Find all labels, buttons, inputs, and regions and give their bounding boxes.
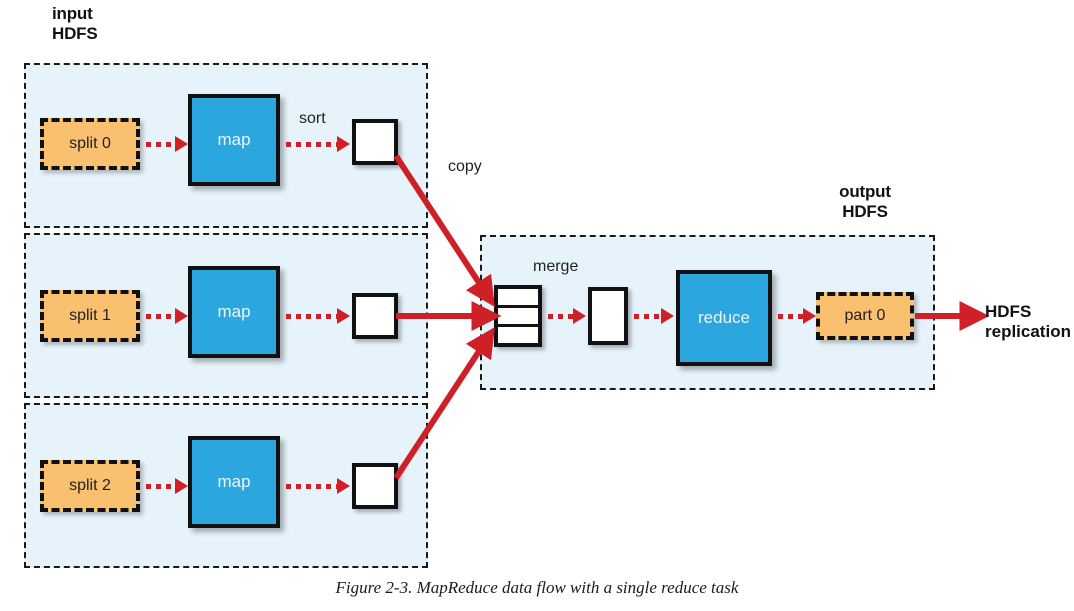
arrowhead-icon <box>661 308 674 324</box>
sort-label-0: sort <box>299 110 326 127</box>
input-hdfs-label: input HDFS <box>52 4 98 43</box>
reduce-to-part-arrow <box>778 308 816 324</box>
map-task-label: map <box>217 130 251 149</box>
split-to-map-arrow-1 <box>146 308 188 324</box>
split-box-1[interactable]: split 1 <box>40 290 140 342</box>
split-box-label: split 2 <box>69 477 111 494</box>
split-box-2[interactable]: split 2 <box>40 460 140 512</box>
merge-label: merge <box>533 258 579 275</box>
map-task-1[interactable]: map <box>188 266 280 358</box>
dotted-line <box>634 313 661 319</box>
dotted-line <box>286 141 337 147</box>
dotted-line <box>286 483 337 489</box>
split-to-map-arrow-0 <box>146 136 188 152</box>
part-output-label: part 0 <box>844 307 886 324</box>
dotted-line <box>146 483 175 489</box>
arrowhead-icon <box>175 478 188 494</box>
arrowhead-icon <box>337 308 350 324</box>
map-to-sortbuffer-arrow-2 <box>286 478 350 494</box>
reduce-task-label: reduce <box>698 308 750 327</box>
merge-stack <box>494 285 542 347</box>
output-hdfs-label: output HDFS <box>839 182 891 221</box>
dotted-line <box>146 313 175 319</box>
dotted-line <box>146 141 175 147</box>
dotted-line <box>286 313 337 319</box>
copy-label: copy <box>448 158 482 175</box>
map-task-label: map <box>217 302 251 321</box>
dotted-line <box>548 313 573 319</box>
arrowhead-icon <box>175 136 188 152</box>
sort-buffer-1 <box>352 293 398 339</box>
merge-stack-cell <box>498 289 538 308</box>
mergestack-to-mergebuffer-arrow <box>548 308 586 324</box>
map-to-sortbuffer-arrow-1 <box>286 308 350 324</box>
map-task-2[interactable]: map <box>188 436 280 528</box>
hdfs-replication-label: HDFS replication <box>985 302 1071 341</box>
map-to-sortbuffer-arrow-0 <box>286 136 350 152</box>
split-box-label: split 0 <box>69 135 111 152</box>
dotted-line <box>778 313 803 319</box>
merge-stack-cell <box>498 308 538 327</box>
arrowhead-icon <box>337 136 350 152</box>
arrowhead-icon <box>337 478 350 494</box>
map-task-label: map <box>217 472 251 491</box>
reduce-task[interactable]: reduce <box>676 270 772 366</box>
merge-buffer <box>588 287 628 345</box>
map-task-0[interactable]: map <box>188 94 280 186</box>
merge-stack-cell <box>498 327 538 343</box>
split-to-map-arrow-2 <box>146 478 188 494</box>
part-output-box[interactable]: part 0 <box>816 292 914 340</box>
arrowhead-icon <box>803 308 816 324</box>
sort-buffer-0 <box>352 119 398 165</box>
arrowhead-icon <box>573 308 586 324</box>
sort-buffer-2 <box>352 463 398 509</box>
mergebuffer-to-reduce-arrow <box>634 308 674 324</box>
split-box-label: split 1 <box>69 307 111 324</box>
figure-caption: Figure 2-3. MapReduce data flow with a s… <box>335 578 739 597</box>
arrowhead-icon <box>175 308 188 324</box>
split-box-0[interactable]: split 0 <box>40 118 140 170</box>
